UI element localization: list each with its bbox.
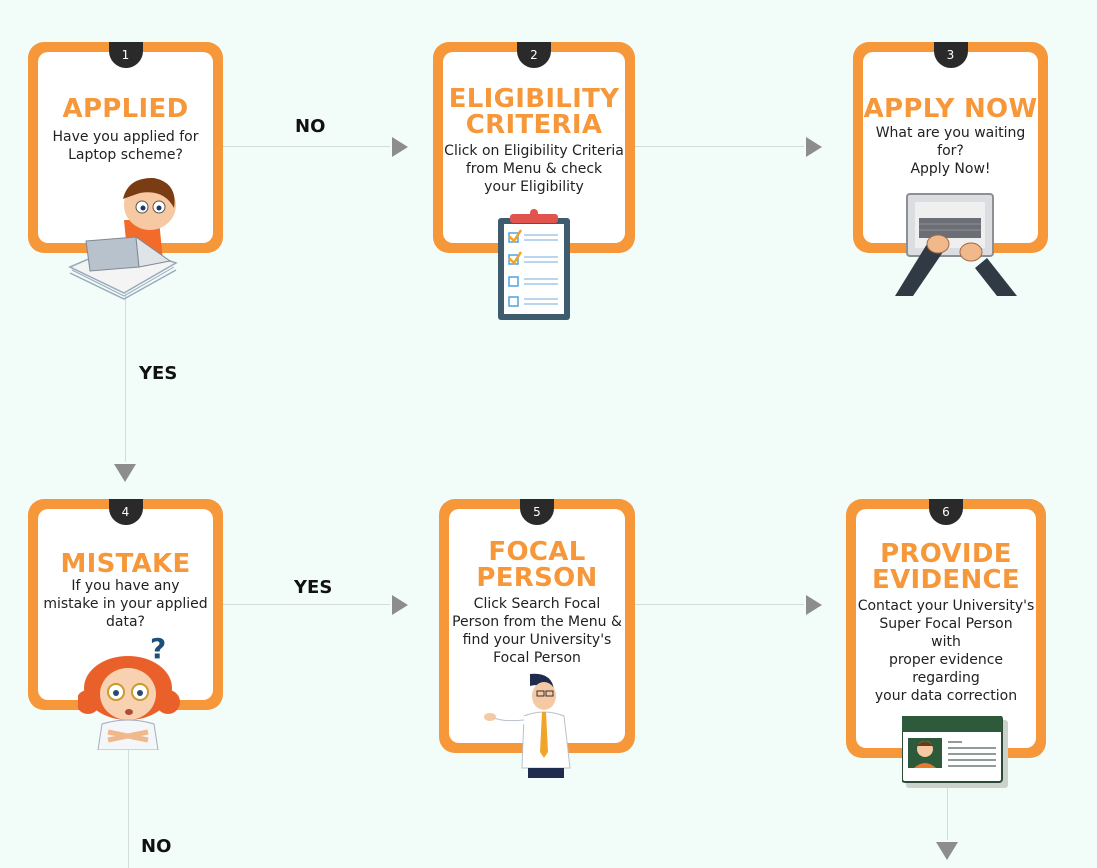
connector-1-2	[222, 146, 390, 147]
connector-5-6	[634, 604, 804, 605]
step-description: Have you applied for Laptop scheme?	[52, 129, 199, 163]
step-title: PROVIDE EVIDENCE	[872, 539, 1020, 595]
connector-6-down	[947, 788, 948, 840]
edge-label-yes: YES	[139, 363, 178, 384]
hands-typing-laptop-icon	[895, 193, 1017, 296]
svg-text:?: ?	[150, 632, 166, 665]
connector-1-4	[125, 290, 126, 462]
step-title: ELIGIBILITY CRITERIA	[448, 84, 620, 140]
arrow-right-icon	[806, 137, 822, 157]
step-description: What are you waiting for? Apply Now!	[875, 125, 1026, 177]
step-number-badge: 3	[933, 42, 968, 68]
step-card-focal-person: 5 FOCAL PERSON Click Search Focal Person…	[439, 499, 635, 753]
connector-4-down	[128, 745, 129, 868]
step-number-badge: 5	[520, 499, 554, 525]
edge-label-yes: YES	[294, 577, 333, 598]
id-card-icon	[902, 716, 1008, 788]
step-title: APPLIED	[62, 94, 189, 124]
arrow-down-icon	[936, 842, 958, 860]
step-card-mistake: 4 MISTAKE If you have any mistake in you…	[28, 499, 223, 710]
edge-label-no: NO	[295, 116, 326, 137]
connector-2-3	[634, 146, 804, 147]
step-description: Click Search Focal Person from the Menu …	[452, 596, 622, 666]
step-description: If you have any mistake in your applied …	[43, 578, 208, 630]
arrow-down-icon	[114, 464, 136, 482]
man-presenting-icon	[484, 673, 571, 778]
step-number-badge: 6	[929, 499, 963, 525]
connector-4-5	[222, 604, 390, 605]
step-number-badge: 2	[517, 42, 551, 68]
step-number-badge: 4	[108, 499, 143, 525]
step-title: FOCAL PERSON	[476, 537, 598, 593]
step-card-applied: 1 APPLIED Have you applied for Laptop sc…	[28, 42, 223, 253]
arrow-right-icon	[392, 595, 408, 615]
edge-label-no: NO	[141, 836, 172, 857]
step-title: MISTAKE	[60, 549, 191, 579]
step-card-provide-evidence: 6 PROVIDE EVIDENCE Contact your Universi…	[846, 499, 1046, 758]
arrow-right-icon	[392, 137, 408, 157]
clipboard-checklist-icon	[498, 209, 570, 320]
arrow-right-icon	[806, 595, 822, 615]
student-laptop-icon	[68, 177, 178, 300]
confused-girl-icon: ?	[78, 632, 180, 750]
step-title: APPLY NOW	[863, 94, 1038, 124]
step-description: Contact your University's Super Focal Pe…	[857, 598, 1035, 704]
step-number-badge: 1	[108, 42, 143, 68]
step-description: Click on Eligibility Criteria from Menu …	[444, 143, 624, 195]
